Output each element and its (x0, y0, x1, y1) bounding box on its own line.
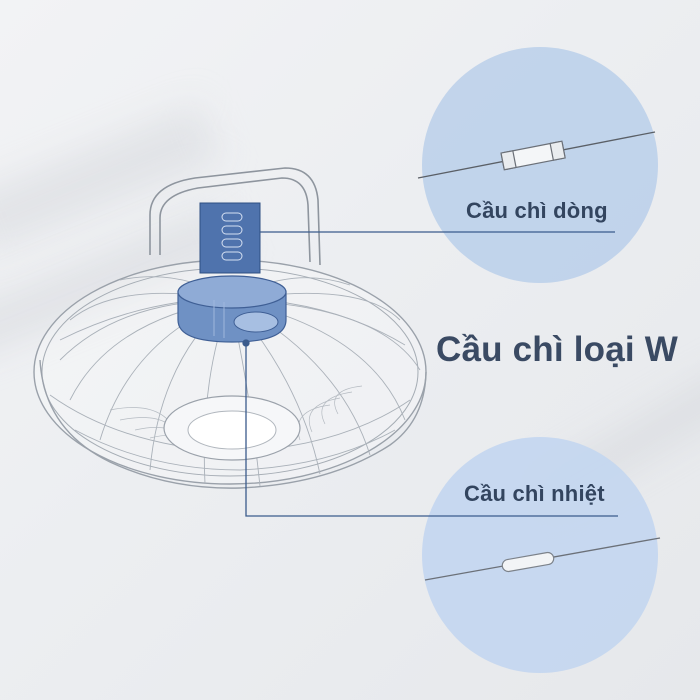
main-title: Cầu chì loại W (436, 330, 678, 369)
thermal-fuse-label: Cầu chì nhiệt (464, 481, 605, 506)
control-box (199, 202, 261, 274)
current-fuse-icon (417, 131, 656, 179)
motor-housing (177, 275, 287, 343)
thermal-fuse-icon (424, 537, 661, 581)
leader-lines (242, 231, 618, 517)
current-fuse-circle (422, 47, 658, 283)
current-fuse-label: Cầu chì dòng (466, 198, 608, 223)
